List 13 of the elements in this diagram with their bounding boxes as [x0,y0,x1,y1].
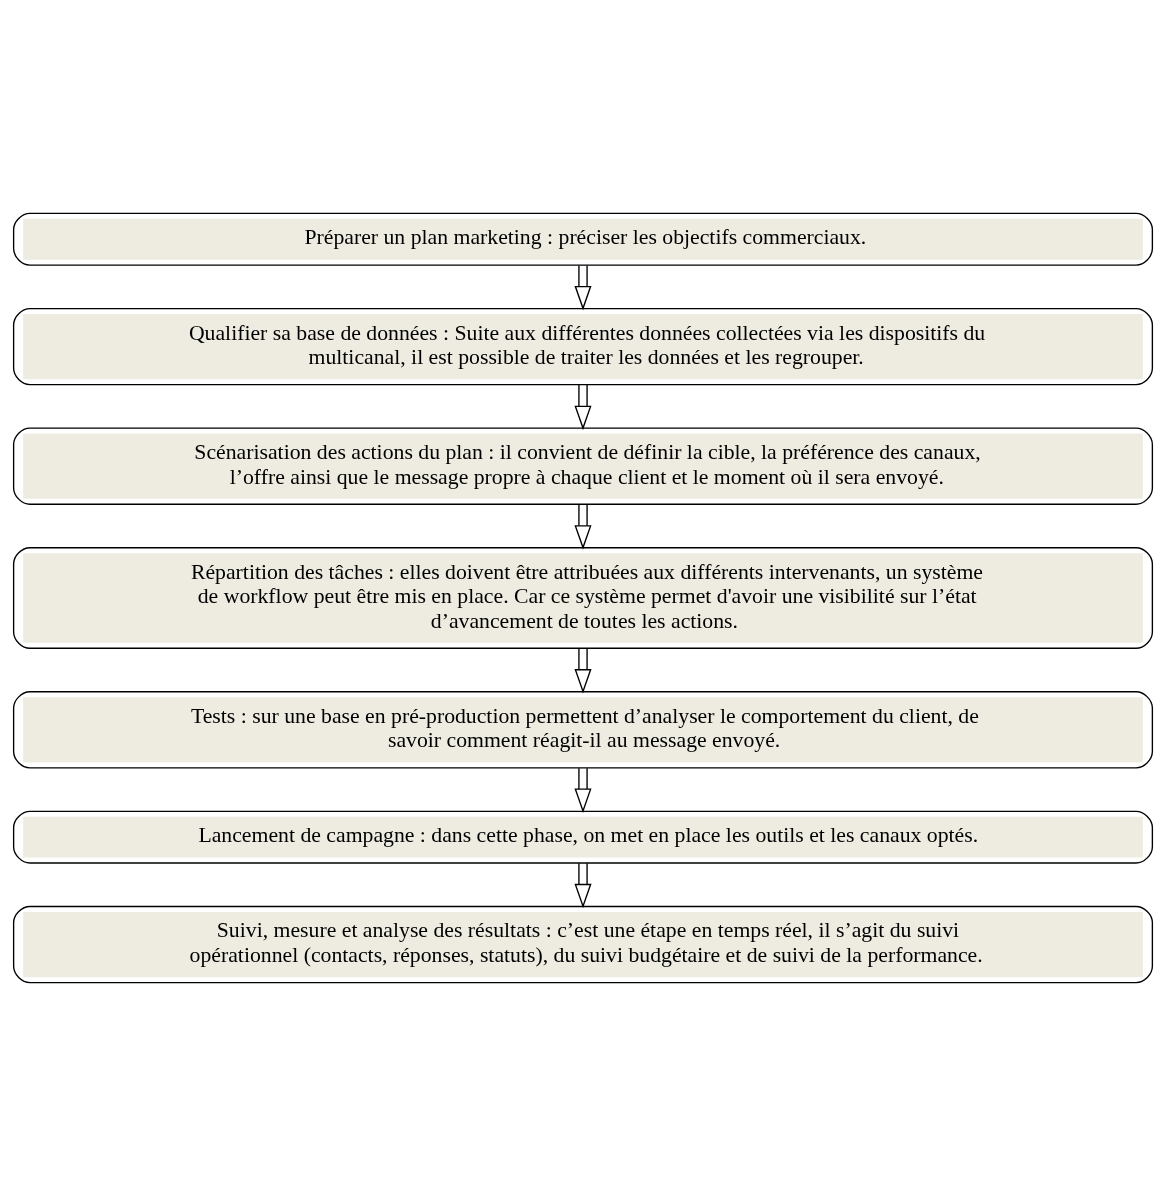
node-box: Répartition des tâches : elles doivent être attribuées aux différents intervenants, un système de workflow peut être mis en place. Car ce système permet d'avoir une visibilité sur l’état d’avancement de toutes les actions. [12,547,1154,649]
node-box: Préparer un plan marketing : préciser les objectifs commerciaux. [12,212,1154,266]
arrow [574,264,592,311]
arrow [574,862,592,909]
arrow [574,647,592,694]
node-box: Lancement de campagne : dans cette phase, on met en place les outils et les canaux optés. [12,810,1154,864]
arrow [574,503,592,550]
node-box: Suivi, mesure et analyse des résultats : c’est une étape en temps réel, il s’agit du suivi opérationnel (contacts, réponses, statuts), du suivi budgétaire et de suivi de la performance. [12,905,1154,984]
arrow [574,767,592,813]
arrow [574,384,592,431]
node-box: Tests : sur une base en pré-production permettent d’analyser le comportement du client, de savoir comment réagit-il au message envoyé. [12,691,1154,769]
node-box: Scénarisation des actions du plan : il convient de définir la cible, la préférence des canaux, l’offre ainsi que le message propre à chaque client et le moment où il sera envoyé. [12,427,1154,505]
node-box: Qualifier sa base de données : Suite aux différentes données collectées via les dispositifs du multicanal, il est possible de traiter les données et les regrouper. [12,307,1154,386]
